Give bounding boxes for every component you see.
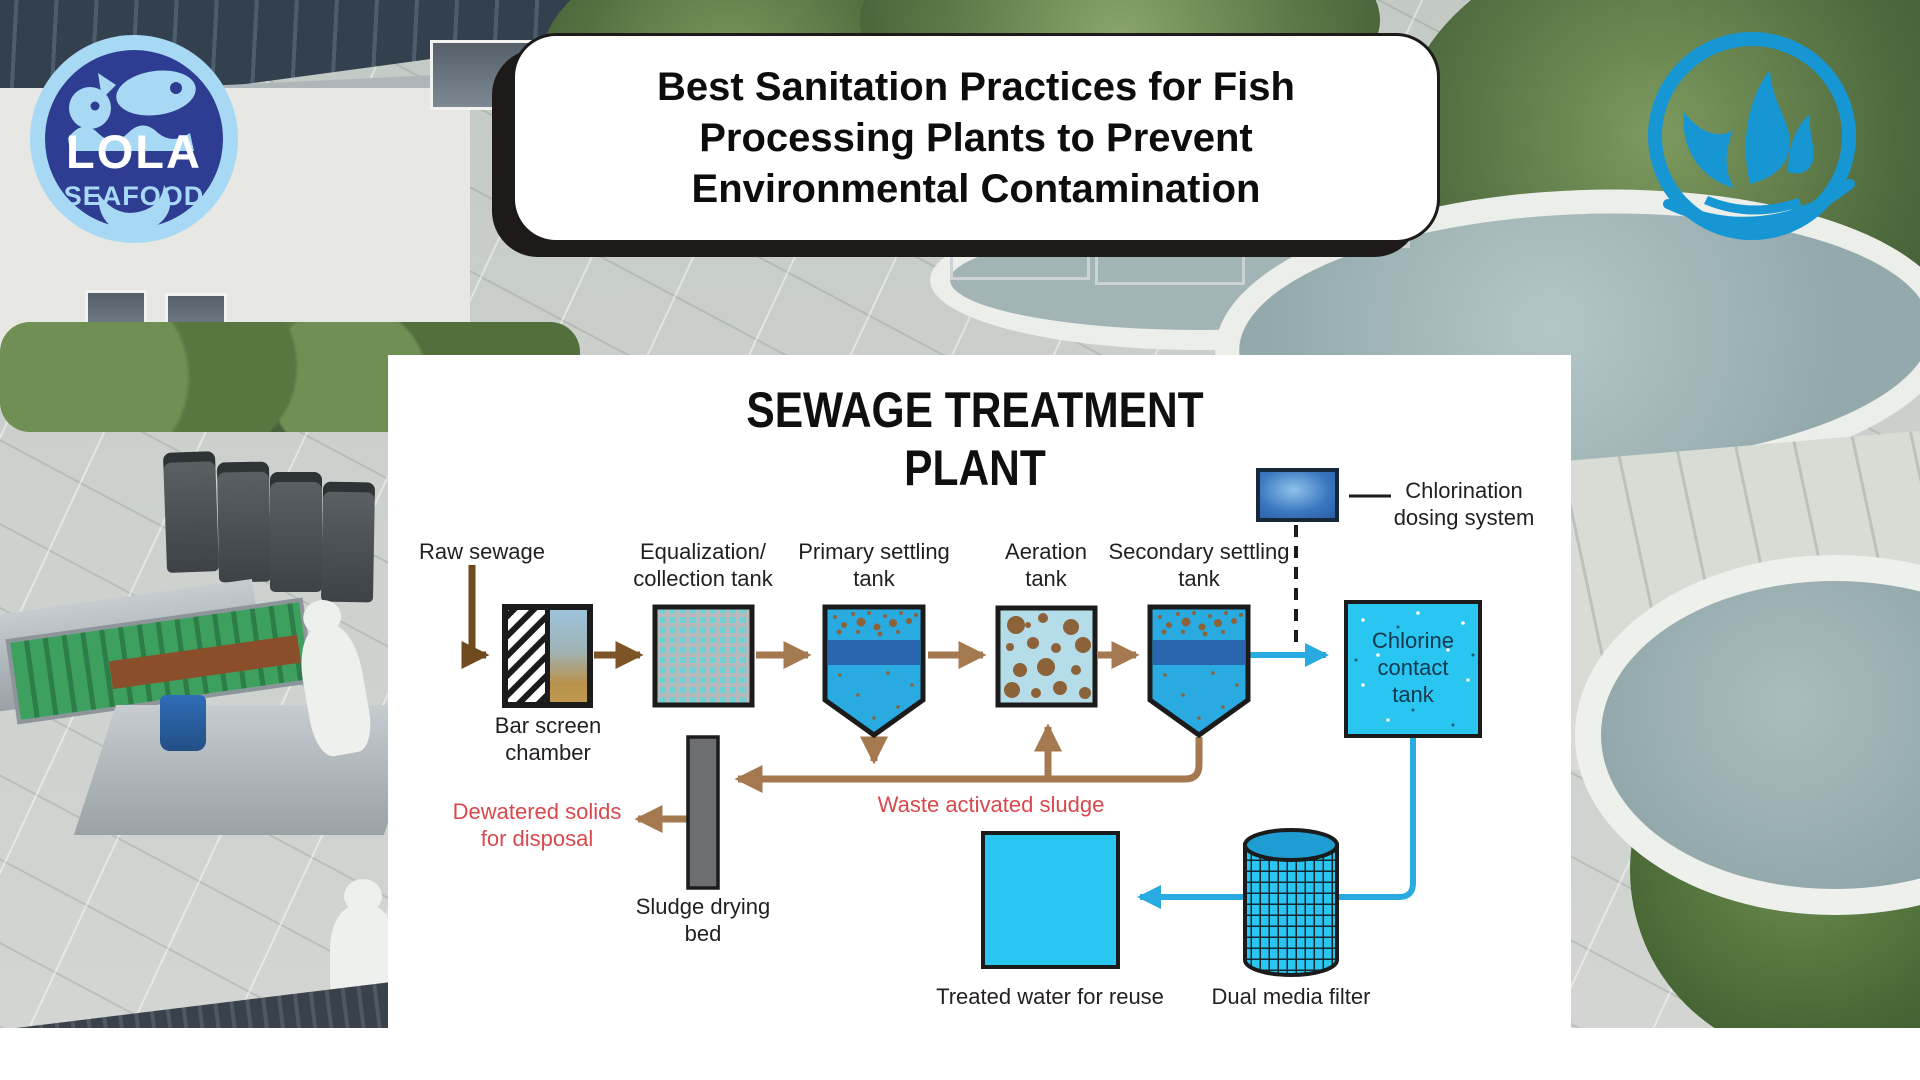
logo-text-lola: LOLA: [66, 125, 202, 178]
label-bar-screen-chamber: Bar screen chamber: [494, 713, 602, 765]
sail-shapes-icon: [1683, 70, 1814, 215]
label-aeration-tank: Aeration tank: [1005, 539, 1087, 591]
equalization-tank: [652, 604, 755, 708]
raw-sewage-arrow: [461, 565, 490, 669]
title-banner: Best Sanitation Practices for Fish Proce…: [512, 33, 1440, 243]
logo-text-seafood: SEAFOOD: [64, 181, 205, 211]
label-chlorination-dosing: Chlorination dosing system: [1393, 478, 1535, 530]
label-treated-water: Treated water for reuse: [936, 984, 1164, 1009]
chlorine-contact-tank: [1344, 600, 1482, 738]
waste-bin: [162, 451, 220, 573]
bar-screen-chamber: [502, 604, 593, 708]
flyer-title: Best Sanitation Practices for Fish Proce…: [657, 64, 1295, 211]
lola-seafood-logo: LOLA SEAFOOD: [30, 35, 238, 243]
label-dewatered-solids: Dewatered solids for disposal: [452, 799, 622, 851]
treated-water-box: [981, 831, 1120, 969]
waste-sludge-return-line: [734, 737, 1203, 793]
waste-bin: [320, 481, 376, 603]
ship-wave-logo: [1648, 32, 1856, 240]
label-primary-settling-tank: Primary settling tank: [798, 539, 950, 591]
waste-bin: [270, 472, 322, 592]
label-waste-activated-sludge: Waste activated sludge: [877, 792, 1105, 817]
fish-eye: [170, 82, 182, 94]
sea-creatures-icon: [68, 70, 196, 234]
diagram-graphics: [461, 468, 1482, 977]
diagram-title: SEWAGE TREATMENT PLANT: [746, 382, 1204, 496]
sewage-diagram-panel: SEWAGE TREATMENT PLANT: [388, 355, 1571, 1080]
waste-bin: [216, 461, 272, 583]
label-raw-sewage: Raw sewage: [419, 539, 545, 564]
octopus-eye: [90, 101, 100, 111]
label-equalization-tank: Equalization/ collection tank: [633, 539, 773, 591]
blue-bucket: [160, 695, 206, 751]
label-sludge-drying-bed: Sludge drying bed: [635, 894, 771, 946]
wave-stroke: [1663, 179, 1855, 227]
label-secondary-settling-tank: Secondary settling tank: [1108, 539, 1290, 591]
primary-settling-tank: [825, 607, 923, 735]
secondary-settling-tank: [1150, 607, 1248, 735]
aeration-tank: [995, 605, 1098, 708]
dual-media-filter: [1243, 828, 1339, 977]
processing-table: [73, 705, 427, 835]
sludge-drying-bed: [686, 735, 720, 890]
logo-circle: [1648, 32, 1856, 240]
label-chlorine-contact-tank: Chlorine contact tank: [1372, 628, 1454, 707]
label-dual-media-filter: Dual media filter: [1211, 984, 1371, 1009]
chlorine-to-treated-line: [1137, 738, 1416, 909]
chlorination-dosing-box: [1256, 468, 1339, 522]
